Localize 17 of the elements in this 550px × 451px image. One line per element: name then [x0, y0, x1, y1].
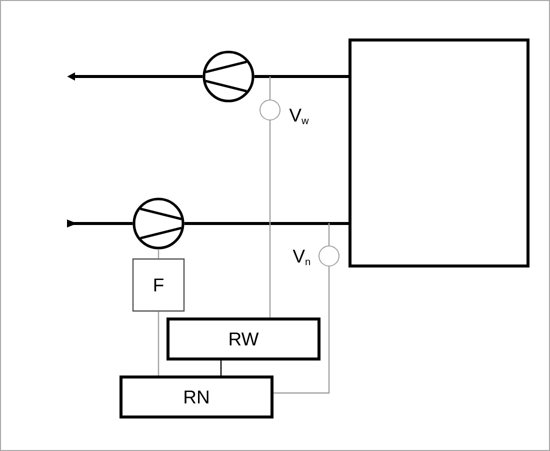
signal-line: [158, 312, 160, 376]
signal-line: [269, 120, 271, 318]
fan-symbol: [202, 50, 254, 102]
duct-line: [184, 222, 348, 225]
fan-symbol: [132, 198, 184, 250]
large-box: [348, 38, 530, 268]
signal-line: [269, 76, 271, 100]
signal-line: [158, 249, 160, 258]
duct-line: [254, 75, 348, 78]
connector-line: [220, 360, 222, 376]
process-box: F: [132, 258, 185, 312]
process-box: RW: [166, 318, 320, 360]
process-box: RN: [120, 376, 274, 418]
sensor-label: V$_{w}$: [289, 108, 309, 124]
sensor-label: V$_{n}$: [292, 250, 310, 266]
signal-line: [328, 223, 330, 246]
signal-line: [274, 266, 330, 394]
